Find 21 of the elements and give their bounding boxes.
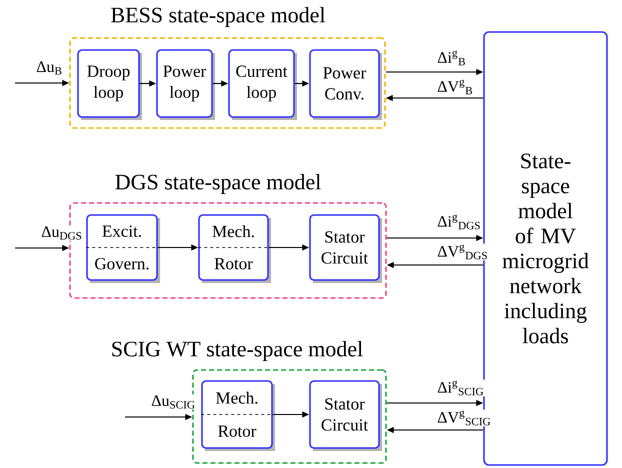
split-block: Mech. Rotor bbox=[200, 380, 275, 451]
model-title: BESS state-space model bbox=[111, 7, 326, 27]
process-block: Current loop bbox=[228, 49, 297, 120]
edge-label: ΔV$^{g}$B bbox=[436, 78, 474, 96]
model-title: DGS state-space model bbox=[115, 174, 321, 194]
split-block: Mech. Rotor bbox=[198, 214, 271, 283]
model-title: SCIG WT state-space model bbox=[112, 341, 363, 361]
edge-label: Δu$_{B}$ bbox=[35, 60, 64, 76]
process-block: Stator Circuit bbox=[309, 380, 382, 451]
edge-label: ΔV$^{g}$DGS bbox=[436, 244, 490, 260]
process-block: Power loop bbox=[156, 49, 215, 120]
edge-label: Δi$^{g}$DGS bbox=[436, 214, 482, 230]
process-block: Droop loop bbox=[77, 49, 142, 120]
process-block: Stator Circuit bbox=[309, 214, 382, 283]
edge-label: Δu$_{DGS}$ bbox=[40, 225, 84, 241]
edge-label: Δi$^{g}$B bbox=[436, 50, 467, 66]
edge-label: Δu$_{SCIG}$ bbox=[150, 394, 196, 410]
split-block: Excit. Govern. bbox=[86, 214, 160, 283]
edge-label: ΔV$^{g}$SCIG bbox=[436, 410, 492, 426]
edge-label: Δi$^{g}$SCIG bbox=[436, 380, 486, 396]
process-block: Power Conv. bbox=[309, 49, 382, 120]
